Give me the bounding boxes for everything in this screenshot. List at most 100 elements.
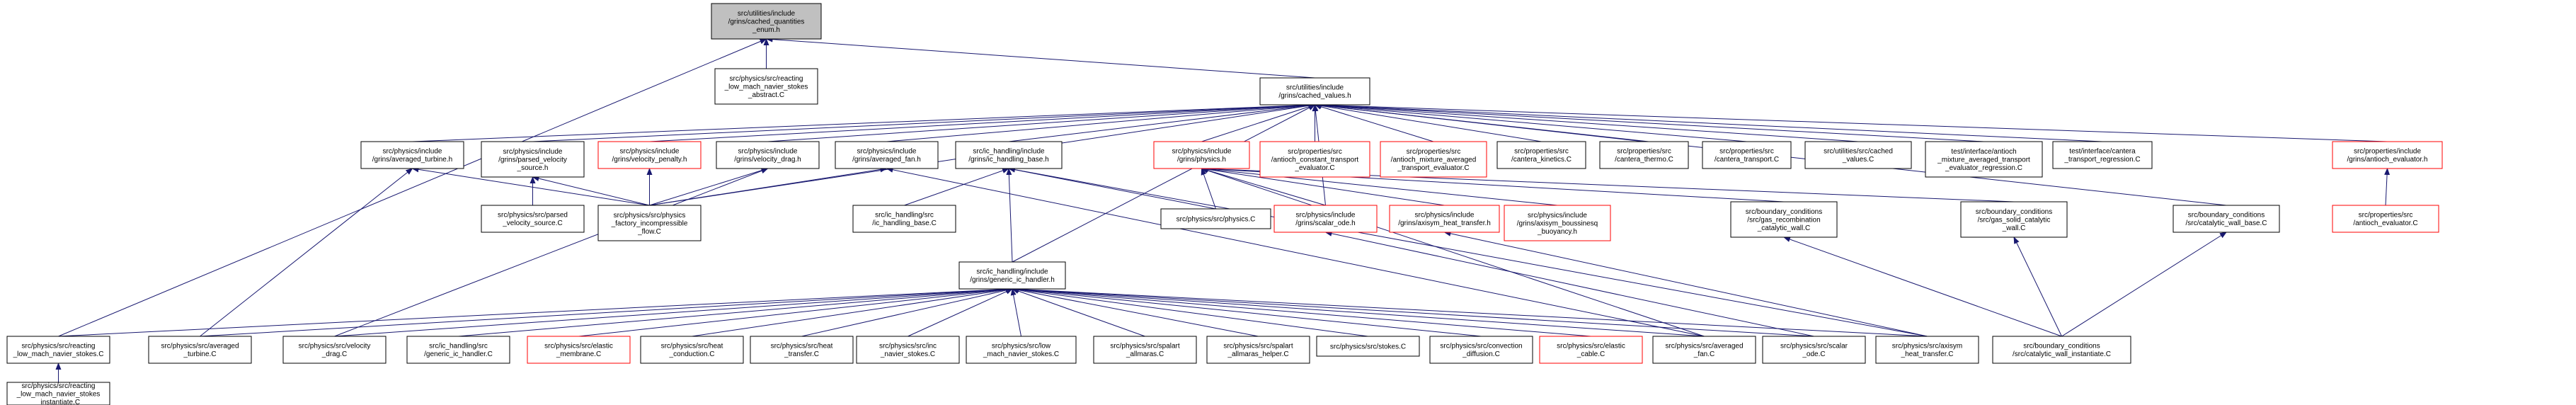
node-label-line: /grins/antioch_evaluator.h [2347, 156, 2428, 164]
node-axisym-bouss-h[interactable]: src/physics/include/grins/axisym_boussin… [1504, 205, 1611, 241]
node-averaged-turbine-h[interactable]: src/physics/include/grins/averaged_turbi… [360, 141, 464, 169]
node-generic-ic-c[interactable]: src/ic_handling/src/generic_ic_handler.C [406, 336, 510, 364]
edge-physics_factory-to-averaged_turbine_h [411, 166, 650, 206]
node-label-line: src/utilities/src/cached [1824, 148, 1893, 156]
node-box [1093, 336, 1197, 364]
node-reacting-inst-c[interactable]: src/physics/src/reacting_low_mach_navier… [6, 382, 110, 405]
node-spalart-c[interactable]: src/physics/src/spalart_allmaras.C [1093, 336, 1197, 364]
node-axisym-heat-h[interactable]: src/physics/include/grins/axisym_heat_tr… [1389, 205, 1500, 233]
node-velocity-penalty-h[interactable]: src/physics/include/grins/velocity_penal… [597, 141, 702, 169]
node-label-line: src/physics/src/heat [771, 343, 833, 350]
node-label-line: src/properties/src [2359, 212, 2413, 219]
edge-generic_ic_c-to-generic_ic_h [458, 286, 1013, 337]
node-cantera-transport[interactable]: src/properties/src/cantera_transport.C [1702, 141, 1792, 169]
node-averaged-fan-h[interactable]: src/physics/include/grins/averaged_fan.h [835, 141, 939, 169]
node-label-line: /antioch_evaluator.C [2353, 219, 2417, 227]
node-heat-conduction-c[interactable]: src/physics/src/heat_conduction.C [640, 336, 744, 364]
node-stokes-c[interactable]: src/physics/src/stokes.C [1316, 336, 1420, 357]
node-parsed-velocity-h[interactable]: src/physics/include/grins/parsed_velocit… [481, 141, 585, 178]
node-label-line: _ode.C [1802, 350, 1825, 358]
edge-axisym_bouss_h-to-physics_h [1201, 166, 1558, 206]
node-scalar-ode-h[interactable]: src/physics/include/grins/scalar_ode.h [1273, 205, 1378, 233]
node-box [714, 68, 818, 105]
node-convection-c[interactable]: src/physics/src/convection_diffusion.C [1429, 336, 1533, 364]
node-averaged-fan-c[interactable]: src/physics/src/averaged_fan.C [1652, 336, 1756, 364]
node-label-line: _flow.C [637, 228, 661, 236]
node-label-line: /src/gas_recombination [1747, 216, 1820, 224]
node-averaged-turbine-c[interactable]: src/physics/src/averaged_turbine.C [148, 336, 252, 364]
node-ic-handling-base-c[interactable]: src/ic_handling/src/ic_handling_base.C [852, 205, 956, 233]
node-label-line: _cable.C [1576, 350, 1605, 358]
node-elastic-cable-c[interactable]: src/physics/src/elastic_cable.C [1539, 336, 1643, 364]
node-box [1160, 208, 1271, 229]
node-label-line: src/physics/src/low [992, 343, 1051, 350]
node-physics-h[interactable]: src/physics/include/grins/physics.h [1153, 141, 1250, 169]
node-label-line: /cantera_thermo.C [1615, 156, 1673, 164]
node-cantera-thermo[interactable]: src/properties/src/cantera_thermo.C [1599, 141, 1689, 169]
node-box [1273, 205, 1378, 233]
node-label-line: src/physics/include [857, 148, 917, 156]
node-cached-values[interactable]: src/utilities/include/grins/cached_value… [1259, 77, 1370, 105]
node-spalart-helper-c[interactable]: src/physics/src/spalart_allmaras_helper.… [1206, 336, 1310, 364]
node-antioch-eval-h[interactable]: src/properties/include/grins/antioch_eva… [2332, 141, 2443, 169]
node-label-line: src/utilities/include [738, 10, 796, 18]
node-box [1960, 201, 2068, 238]
node-label-line: _abstract.C [748, 91, 784, 99]
node-label-line: src/properties/src [1514, 148, 1569, 156]
node-label-line: src/physics/src/velocity [299, 343, 371, 350]
node-reacting-abs[interactable]: src/physics/src/reacting_low_mach_navier… [714, 68, 818, 105]
node-antioch-const[interactable]: src/properties/src/antioch_constant_tran… [1259, 141, 1370, 178]
node-velocity-drag-c[interactable]: src/physics/src/velocity_drag.C [282, 336, 387, 364]
node-antioch-mix[interactable]: src/properties/src/antioch_mixture_avera… [1380, 141, 1487, 178]
node-cached-values-c[interactable]: src/utilities/src/cached_values.C [1804, 141, 1912, 169]
edge-physics_factory-to-parsed_velocity_h [532, 176, 650, 206]
node-label-line: /grins/velocity_penalty.h [612, 156, 687, 164]
node-label-line: test/interface/antioch [1951, 148, 2016, 156]
node-scalar-ode-c[interactable]: src/physics/src/scalar_ode.C [1762, 336, 1866, 364]
node-label-line: /grins/cached_quantities [728, 18, 805, 25]
node-gas-solid-h[interactable]: src/boundary_conditions/src/gas_solid_ca… [1960, 201, 2068, 238]
node-heat-transfer-c[interactable]: src/physics/src/heat_transfer.C [750, 336, 854, 364]
node-reacting-c[interactable]: src/physics/src/reacting_low_mach_navier… [6, 336, 110, 364]
node-catalytic-inst-c[interactable]: src/boundary_conditions/src/catalytic_wa… [1992, 336, 2131, 364]
node-root[interactable]: src/utilities/include/grins/cached_quant… [711, 3, 822, 40]
node-axisym-heat-c[interactable]: src/physics/src/axisym_heat_transfer.C [1875, 336, 1979, 364]
node-test-cantera[interactable]: test/interface/cantera_transport_regress… [2052, 141, 2153, 169]
node-test-antioch[interactable]: test/interface/antioch_mixture_averaged_… [1925, 141, 2043, 178]
node-box [1496, 141, 1586, 169]
node-box [856, 336, 960, 364]
node-box [6, 382, 110, 405]
node-label-line: /antioch_mixture_averaged [1391, 156, 1477, 164]
node-label-line: src/physics/src/scalar [1780, 343, 1848, 350]
node-cantera-kinetics[interactable]: src/properties/src/cantera_kinetics.C [1496, 141, 1586, 169]
node-velocity-drag-h[interactable]: src/physics/include/grins/velocity_drag.… [716, 141, 820, 169]
node-box [1380, 141, 1487, 178]
node-catalytic-base-c[interactable]: src/boundary_conditions/src/catalytic_wa… [2173, 205, 2280, 233]
node-antioch-eval-c[interactable]: src/properties/src/antioch_evaluator.C [2332, 205, 2439, 233]
node-generic-ic-h[interactable]: src/ic_handling/include/grins/generic_ic… [958, 261, 1066, 290]
edge-averaged_turbine_c-to-generic_ic_h [200, 286, 1013, 337]
edge-averaged_turbine_h-to-cached_values [412, 102, 1316, 142]
edge-ic_handling_base_c-to-ic_handling_base_h [904, 168, 1009, 206]
node-parsed-velocity-c[interactable]: src/physics/src/parsed_velocity_source.C [481, 205, 585, 233]
node-physics-factory[interactable]: src/physics/src/physics_factory_incompre… [597, 205, 702, 241]
node-physics-c[interactable]: src/physics/src/physics.C [1160, 208, 1271, 229]
edge-stokes_c-to-generic_ic_h [1012, 287, 1368, 337]
edge-antioch_mix-to-cached_values [1314, 103, 1434, 142]
edge-ic_handling_base_h-to-cached_values [1008, 103, 1316, 142]
node-low-mach-c[interactable]: src/physics/src/low_mach_navier_stokes.C [966, 336, 1077, 364]
node-box [1925, 141, 2043, 178]
node-label-line: /grins/ic_handling_base.h [968, 156, 1048, 164]
node-label-line: /grins/averaged_turbine.h [372, 156, 452, 164]
node-box [1652, 336, 1756, 364]
node-ic-handling-base-h[interactable]: src/ic_handling/include/grins/ic_handlin… [955, 141, 1063, 169]
node-label-line: _wall.C [2002, 224, 2026, 232]
edge-heat_conduction_c-to-generic_ic_h [692, 287, 1013, 337]
node-label-line: src/physics/src/spalart [1110, 343, 1180, 350]
node-elastic-membrane-c[interactable]: src/physics/src/elastic_membrane.C [527, 336, 631, 364]
node-inc-ns-c[interactable]: src/physics/src/inc_navier_stokes.C [856, 336, 960, 364]
edge-cantera_transport-to-cached_values [1314, 102, 1747, 142]
node-gas-recomb-h[interactable]: src/boundary_conditions/src/gas_recombin… [1730, 201, 1838, 238]
node-box [597, 205, 702, 241]
